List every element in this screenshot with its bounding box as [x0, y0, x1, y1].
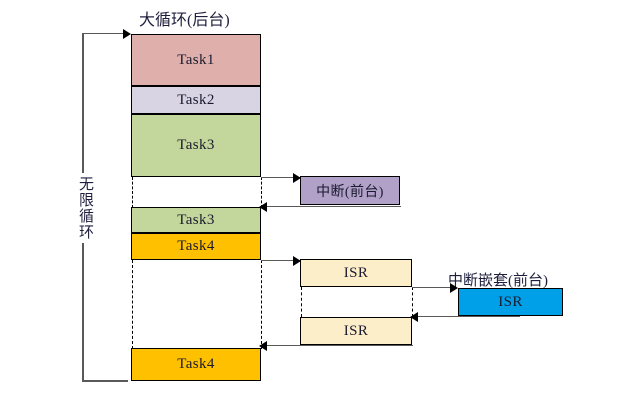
isr-block-label: ISR [343, 264, 369, 281]
return-nested-arrowhead [410, 311, 418, 322]
enter-interrupt-arrowhead [293, 172, 301, 183]
return-interrupt-arrowhead [259, 201, 267, 212]
enter-isr-arrow-line [261, 260, 301, 262]
task-block-task4-first[interactable]: Task4 [131, 233, 261, 260]
dashed-left-edge-gap2 [131, 260, 133, 349]
loop-top-line [83, 33, 127, 35]
nested-isr-block-label: ISR [498, 293, 523, 310]
task-block-task3-first[interactable]: Task3 [131, 114, 261, 177]
isr-block-upper[interactable]: ISR [300, 259, 412, 287]
task-block-label: Task3 [177, 137, 215, 153]
task-block-task3-second[interactable]: Task3 [131, 207, 261, 233]
dashed-right-edge-gap1 [260, 177, 262, 208]
dashed-right-edge-gap2 [260, 260, 262, 349]
background-loop-title: 大循环(后台) [139, 12, 230, 29]
return-nested-corner [519, 316, 521, 317]
task-block-label: Task4 [177, 356, 215, 372]
return-isr-arrowhead [259, 340, 267, 351]
isr-block-label: ISR [343, 322, 369, 339]
nested-interrupt-title: 中断嵌套(前台) [448, 273, 548, 289]
interrupt-foreground-block[interactable]: 中断(前台) [300, 176, 400, 205]
return-isr-arrow-line [265, 345, 413, 347]
loop-bottom-line [82, 380, 128, 382]
return-nested-arrow-line [417, 316, 520, 318]
task-block-label: Task3 [177, 211, 215, 228]
loop-entry-arrowhead [123, 28, 131, 39]
task-column-gap-isr [131, 260, 261, 348]
dashed-left-edge-isr-gap [300, 287, 302, 317]
task-block-label: Task4 [177, 238, 215, 254]
task-block-task1[interactable]: Task1 [131, 34, 261, 86]
return-interrupt-arrow-line [265, 206, 401, 208]
enter-nested-arrow-line [412, 287, 454, 289]
dashed-left-edge-gap1 [131, 177, 133, 208]
task-column-gap-interrupt [131, 177, 261, 207]
enter-interrupt-arrow-line [261, 177, 301, 179]
enter-isr-arrowhead [293, 255, 301, 266]
interrupt-block-label: 中断(前台) [316, 184, 384, 200]
enter-nested-arrowhead [450, 282, 458, 293]
task-block-label: Task1 [177, 51, 215, 68]
task-block-task2[interactable]: Task2 [131, 86, 261, 114]
dashed-right-edge-isr-gap [411, 287, 413, 317]
isr-block-lower[interactable]: ISR [300, 317, 412, 345]
nested-isr-block[interactable]: ISR [458, 288, 563, 316]
task-block-task4-second[interactable]: Task4 [131, 348, 261, 381]
task-block-label: Task2 [177, 91, 215, 108]
infinite-loop-label: 无限循环 [75, 173, 96, 243]
